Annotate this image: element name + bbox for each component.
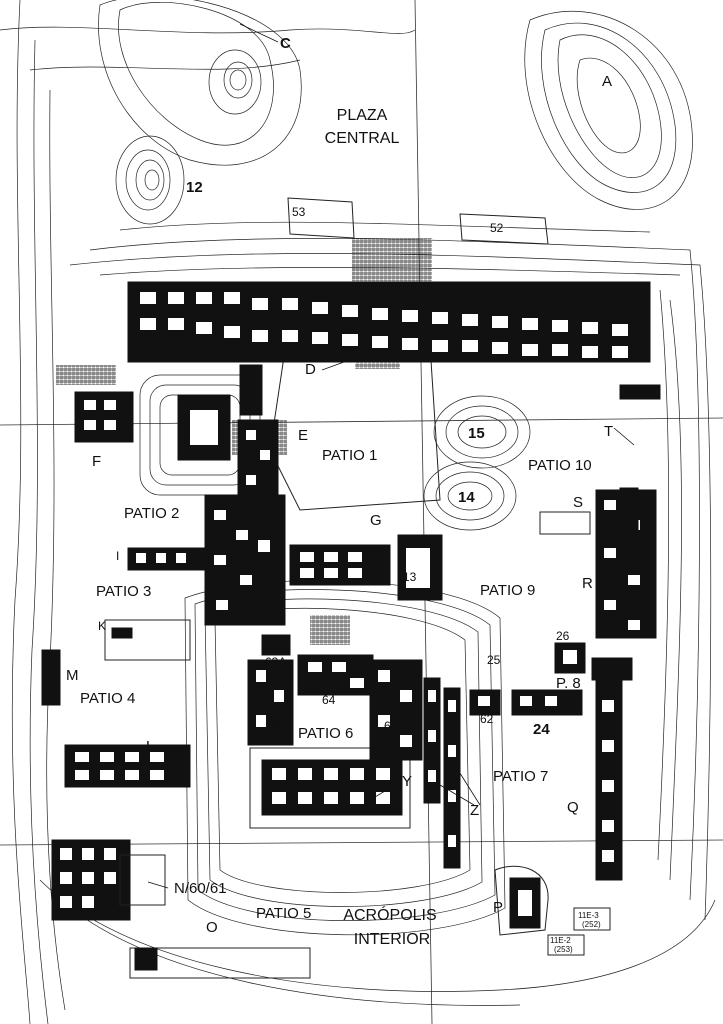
label-number-13: 13 <box>403 570 417 584</box>
label-structure-m: M <box>66 667 79 684</box>
label-structure-p: P <box>493 899 503 916</box>
label-patio-9: PATIO 9 <box>480 582 535 599</box>
label-number-12: 12 <box>186 179 203 196</box>
label-number-15: 15 <box>468 425 485 442</box>
label-patio-7: PATIO 7 <box>493 768 548 785</box>
label-number-53: 53 <box>292 205 306 219</box>
label-structure-z: Z <box>470 802 479 819</box>
label-number-65: 65 <box>384 719 398 733</box>
label-number-24: 24 <box>533 721 550 738</box>
label-grid-252: (252) <box>582 920 601 929</box>
label-number-25: 25 <box>487 653 501 667</box>
label-grid-11e-3: 11E-3 <box>578 911 599 920</box>
label-structure-f: F <box>92 453 101 470</box>
label-structure-k: K <box>98 619 106 633</box>
label-structure-d: D <box>305 361 316 378</box>
label-structure-o: O <box>206 919 218 936</box>
label-structure-t: T <box>604 423 613 440</box>
label-number-64: 64 <box>322 693 336 707</box>
label-plaza-line1: PLAZA <box>337 107 388 124</box>
label-plaza-line2: CENTRAL <box>325 130 400 147</box>
label-structure-i: I <box>116 549 119 563</box>
label-grid-11e-2: 11E-2 <box>550 936 571 945</box>
label-structure-h: H <box>237 543 248 560</box>
structure-outlines <box>104 197 611 979</box>
label-structure-s: S <box>573 494 583 511</box>
leader-lines <box>147 23 635 889</box>
label-patio-2: PATIO 2 <box>124 505 179 522</box>
label-structure-n-60-61: N/60/61 <box>174 880 227 897</box>
label-number-52: 52 <box>490 221 504 235</box>
label-structure-g: G <box>370 512 382 529</box>
label-number-14: 14 <box>458 489 475 506</box>
label-patio-5: PATIO 5 <box>256 905 311 922</box>
label-patio-3: PATIO 3 <box>96 583 151 600</box>
label-structure-y: Y <box>402 773 412 790</box>
label-patio-10: PATIO 10 <box>528 457 592 474</box>
label-number-63: 63 <box>267 719 281 733</box>
label-grid-253: (253) <box>554 945 573 954</box>
building-walls <box>41 281 661 971</box>
label-number-27: 27 <box>612 663 626 677</box>
label-patio-4: PATIO 4 <box>80 690 135 707</box>
label-acropolis-line1: ACRÓPOLIS <box>343 905 436 924</box>
label-structure-e: E <box>298 427 308 444</box>
label-structure-a: A <box>602 73 612 90</box>
label-number-62: 62 <box>480 712 494 726</box>
label-structure-r: R <box>582 575 593 592</box>
label-structure-p8: P. 8 <box>556 675 581 692</box>
map-labels: PLAZA CENTRAL ACRÓPOLIS INTERIOR PATIO 1… <box>66 35 626 954</box>
label-number-63a: 63A <box>265 655 286 669</box>
label-structure-q: Q <box>567 799 579 816</box>
label-number-26: 26 <box>556 629 570 643</box>
label-structure-c: C <box>280 35 291 52</box>
label-structure-l: L <box>146 738 154 755</box>
label-patio-1: PATIO 1 <box>322 447 377 464</box>
label-acropolis-line2: INTERIOR <box>354 931 430 948</box>
label-patio-6: PATIO 6 <box>298 725 353 742</box>
